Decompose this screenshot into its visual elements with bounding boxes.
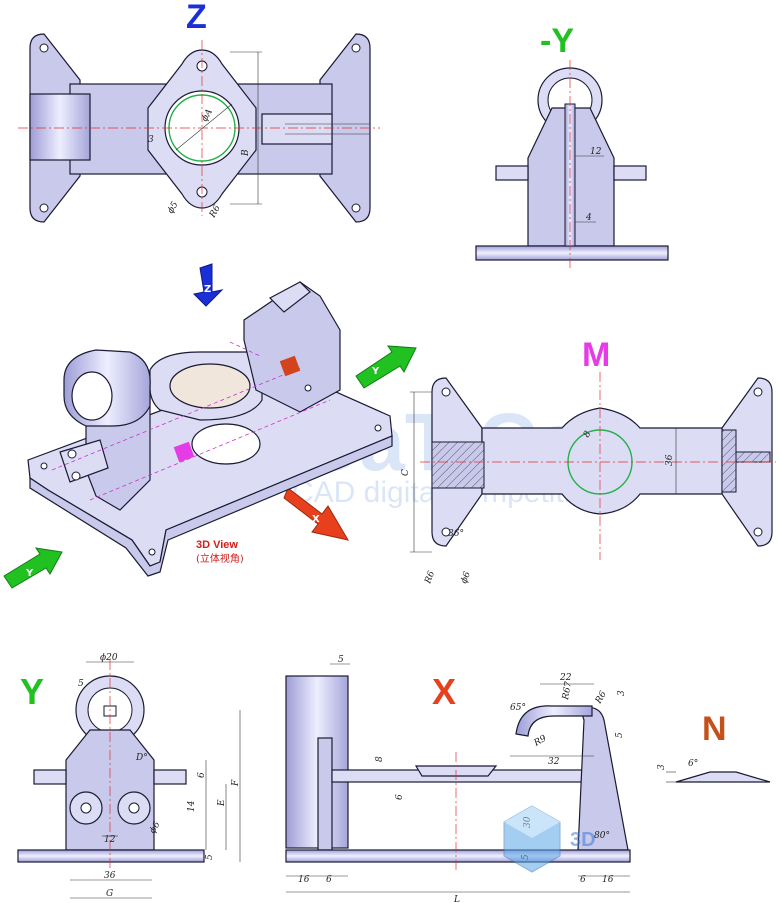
svg-text:3: 3 [657, 764, 667, 770]
svg-text:16: 16 [602, 875, 614, 885]
view-x: X 5 22 R67 R6 3 65° R9 5 32 8 6 30 80° 1… [285, 655, 631, 903]
svg-text:14: 14 [187, 800, 197, 812]
svg-text:R67: R67 [561, 681, 574, 702]
svg-text:3: 3 [148, 135, 154, 145]
view-title-m: M [582, 336, 610, 374]
view-3d-sublabel: (立体视角) [196, 552, 244, 565]
view-title-z: Z [186, 0, 207, 36]
svg-text:Z: Z [204, 284, 211, 295]
svg-text:5: 5 [205, 854, 215, 860]
svg-text:16: 16 [298, 875, 310, 885]
arrow-y-left: Y [3, 547, 63, 589]
arrow-z: Z [192, 263, 224, 307]
x-base [285, 849, 631, 863]
svg-text:B: B [241, 149, 251, 157]
svg-text:3D: 3D [570, 829, 596, 851]
z-right-slot [261, 113, 333, 145]
view-3d: Z Y X Y [3, 263, 417, 589]
svg-text:3: 3 [617, 690, 627, 696]
svg-text:22: 22 [559, 673, 572, 683]
svg-text:12: 12 [104, 835, 116, 845]
view-title-neg-y: -Y [540, 22, 574, 60]
svg-text:R6: R6 [593, 689, 609, 706]
iso-right-bracket [243, 281, 341, 413]
svg-text:36: 36 [665, 454, 675, 466]
svg-text:ϕ20: ϕ20 [100, 653, 118, 663]
svg-text:5: 5 [615, 732, 625, 738]
svg-text:8: 8 [375, 756, 385, 762]
m-left-section [431, 441, 485, 489]
svg-text:5: 5 [338, 655, 344, 665]
svg-text:4: 4 [585, 213, 592, 223]
svg-text:6: 6 [197, 772, 207, 778]
svg-text:E: E [217, 799, 227, 807]
svg-text:12: 12 [590, 147, 602, 157]
svg-text:80°: 80° [594, 831, 610, 841]
svg-text:65°: 65° [510, 703, 526, 713]
x-hook [515, 705, 593, 737]
view-y: Y ϕ20 5 D° 6 14 ϕ6 E F 12 5 36 G [17, 653, 241, 899]
svg-text:L: L [453, 895, 460, 903]
svg-text:6°: 6° [688, 759, 698, 769]
y-base [17, 849, 205, 863]
svg-text:32: 32 [548, 757, 560, 767]
view-neg-y: -Y 12 4 [475, 22, 669, 268]
view-title-n: N [702, 710, 727, 748]
svg-text:6: 6 [580, 875, 586, 885]
svg-text:5: 5 [78, 679, 84, 689]
svg-text:6: 6 [395, 794, 405, 800]
svg-text:ϕ5: ϕ5 [166, 200, 181, 216]
z-left-boss [29, 93, 91, 161]
view-title-x: X [432, 671, 456, 712]
svg-text:D°: D° [135, 753, 148, 763]
view-title-y: Y [20, 671, 44, 712]
svg-text:C: C [401, 469, 411, 476]
svg-text:Y: Y [371, 366, 380, 377]
x-left-tower [285, 675, 349, 849]
arrow-x: X [283, 487, 350, 541]
svg-text:ϕ6: ϕ6 [459, 570, 473, 585]
svg-text:8: 8 [582, 429, 594, 439]
n-section [675, 771, 771, 783]
svg-text:36: 36 [104, 871, 116, 881]
neg-y-base [475, 245, 669, 261]
svg-text:36°: 36° [448, 529, 464, 539]
svg-text:R6: R6 [423, 570, 437, 586]
svg-text:X: X [312, 514, 320, 525]
svg-text:Y: Y [25, 568, 34, 579]
svg-text:R9: R9 [532, 734, 549, 750]
view-3d-label: 3D View [196, 539, 238, 551]
svg-text:6: 6 [326, 875, 332, 885]
logo-3d-cube: 3D [503, 805, 596, 873]
view-n: N 3 6° [657, 710, 771, 783]
arrow-y-right: Y [355, 345, 417, 389]
view-m: M C 36 8 36° R6 ϕ6 [401, 336, 776, 586]
m-body [481, 407, 723, 515]
svg-text:F: F [231, 779, 241, 787]
svg-text:G: G [106, 889, 113, 899]
view-z: Z B ϕA 3 ϕ5 R6 [18, 0, 380, 223]
m-right-section [721, 429, 737, 493]
